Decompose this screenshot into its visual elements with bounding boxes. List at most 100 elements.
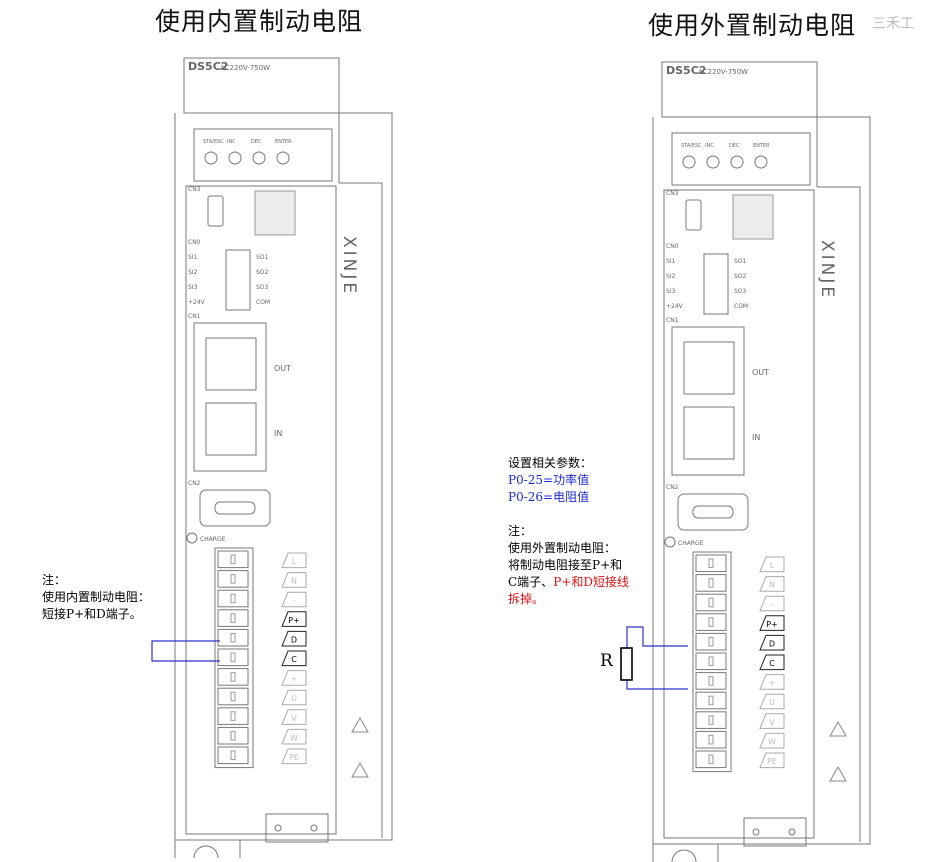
mount-slot-left [671, 849, 697, 862]
terminal-slot-7 [217, 687, 249, 706]
mount-foot-left [174, 840, 241, 858]
cn3-label: CN3 [666, 190, 679, 197]
terminal-screw-10 [708, 754, 714, 765]
terminal-screw-6 [708, 676, 714, 686]
watermark: 三禾工 [872, 16, 914, 32]
io-left-2: SI3 [666, 288, 676, 295]
terminal-slot-0 [217, 550, 249, 569]
note-internal: 注： 使用内置制动电阻： 短接P+和D端子。 [42, 572, 150, 623]
brake-resistor-symbol [620, 647, 633, 681]
terminal-slot-3 [695, 613, 727, 631]
io-right-0: SO1 [734, 258, 747, 265]
note-internal-line1: 注： [42, 573, 67, 587]
resistor-wire-pplus [626, 626, 688, 648]
outer-body [174, 112, 393, 841]
button-label-1: INC [705, 143, 714, 149]
panel-button-1 [706, 155, 720, 169]
qr-code [732, 194, 774, 240]
cn2-encoder-port [199, 489, 271, 527]
terminal-screw-3 [230, 613, 236, 623]
terminal-slot-3 [217, 609, 249, 627]
button-strip [193, 128, 333, 182]
note-external-line4a: C端子、 [508, 575, 554, 589]
terminal-slot-8 [217, 707, 249, 725]
terminal-label-10: PE [289, 753, 299, 762]
front-panel [663, 189, 815, 839]
cn1-label: CN1 [188, 313, 201, 320]
front-panel [185, 185, 337, 835]
io-right-3: COM [734, 303, 748, 310]
rating-label: AC220V-750W [698, 68, 748, 76]
mount-hole-0 [752, 828, 760, 836]
terminal-tag-1 [281, 572, 307, 588]
cn3-label: CN3 [188, 186, 201, 193]
port-out-label: OUT [752, 368, 769, 377]
rating-label: AC220V-750W [220, 64, 270, 72]
charge-led [664, 536, 676, 548]
model-label: DS5C2 [188, 60, 228, 73]
io-left-3: +24V [666, 303, 684, 310]
terminal-slot-9 [217, 726, 249, 745]
rj45-in [205, 402, 257, 456]
terminal-slot-6 [217, 668, 249, 686]
panel-button-0 [682, 155, 696, 169]
button-strip [671, 132, 811, 186]
terminal-slot-9 [695, 730, 727, 749]
terminal-screw-4 [230, 632, 236, 643]
terminal-screw-5 [708, 656, 714, 667]
mount-foot-right [265, 813, 329, 843]
terminal-slot-2 [695, 593, 727, 612]
io-right-1: SO2 [256, 269, 269, 276]
heatsink-rail [339, 182, 383, 838]
terminal-slot-7 [695, 691, 727, 710]
terminal-screw-0 [230, 554, 236, 565]
terminal-tag-0 [759, 556, 785, 573]
button-label-3: ENTER [275, 139, 292, 145]
port-out-label: OUT [274, 364, 291, 373]
io-left-0: SI1 [188, 254, 198, 261]
terminal-label-7: U [291, 694, 297, 703]
terminal-tag-4 [281, 630, 307, 647]
terminal-label-9: W [290, 733, 298, 742]
cn2-inner [692, 505, 734, 519]
terminal-tag-9 [759, 732, 785, 749]
io-right-0: SO1 [256, 254, 269, 261]
terminal-label-3: P+ [288, 616, 300, 625]
power-terminal-block [692, 551, 732, 773]
cn1-housing [671, 326, 745, 476]
note-internal-line3: 短接P+和D端子。 [42, 607, 142, 621]
terminal-tag-9 [281, 728, 307, 745]
note-internal-line2: 使用内置制动电阻： [42, 590, 151, 604]
rj45-out [683, 341, 735, 395]
terminal-label-0: L [770, 561, 775, 570]
panel-button-0 [204, 151, 218, 165]
terminal-slot-10 [217, 746, 249, 765]
terminal-tag-3 [759, 615, 785, 631]
io-left-2: SI3 [188, 284, 198, 291]
terminal-screw-9 [708, 734, 714, 745]
panel-button-3 [754, 155, 768, 169]
outer-body [652, 116, 871, 845]
terminal-label-1: N [291, 577, 297, 586]
button-label-0: STA/ESC [203, 139, 224, 145]
button-label-0: STA/ESC [681, 143, 702, 149]
terminal-slot-1 [695, 574, 727, 592]
note-external-line4b: P+和D短接线 [553, 575, 629, 589]
terminal-label-4: D [769, 639, 775, 648]
cn2-inner [214, 501, 256, 515]
terminal-screw-5 [230, 652, 236, 663]
terminal-screw-7 [230, 691, 236, 702]
warning-icon-0 [351, 716, 369, 733]
terminal-label-8: V [769, 718, 775, 727]
terminal-tag-5 [759, 654, 785, 671]
mount-hole-1 [788, 828, 796, 836]
terminal-label-7: U [769, 698, 775, 707]
terminal-screw-1 [708, 578, 714, 588]
panel-button-1 [228, 151, 242, 165]
terminal-tag-7 [759, 693, 785, 710]
terminal-tag-10 [281, 748, 307, 765]
cn3-usb-port [207, 195, 224, 227]
terminal-screw-10 [230, 750, 236, 761]
charge-label: CHARGE [678, 540, 704, 547]
